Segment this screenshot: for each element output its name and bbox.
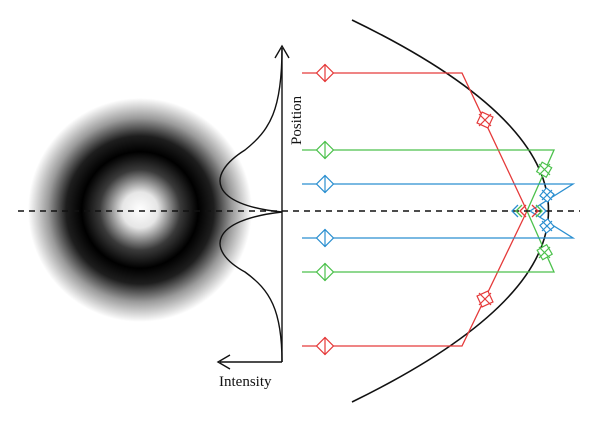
green-rays <box>302 149 555 273</box>
position-axis-label: Position <box>289 95 305 145</box>
red-rays <box>302 72 528 347</box>
position-axis-arrowhead <box>274 44 290 59</box>
polarization-markers-incoming <box>315 63 335 356</box>
intensity-axis-arrowhead <box>216 354 231 370</box>
focal-point-markers <box>511 204 547 218</box>
blue-rays <box>302 183 576 239</box>
polarization-markers-reflected <box>476 111 555 308</box>
donut-beam-profile <box>28 98 252 322</box>
intensity-axis-label: Intensity <box>219 374 272 390</box>
